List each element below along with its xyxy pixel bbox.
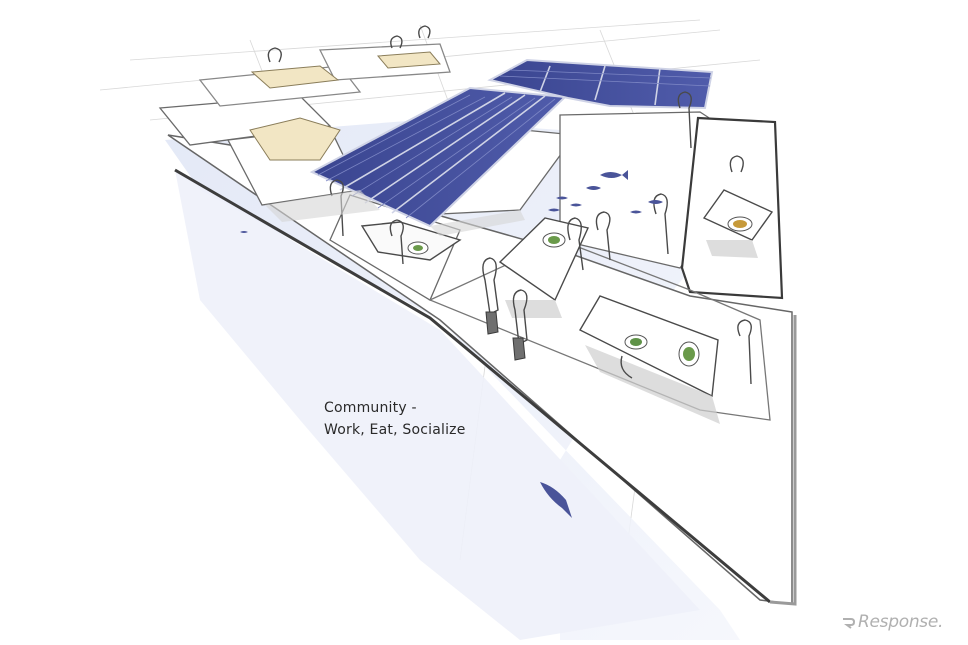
solar-panel-array-front (309, 86, 568, 228)
response-watermark: Response. (842, 612, 943, 632)
table-shadows (505, 240, 758, 424)
caption: Community - Work, Eat, Socialize (324, 397, 466, 441)
caption-line-2: Work, Eat, Socialize (324, 422, 466, 438)
plates (407, 216, 753, 367)
chairs (267, 25, 752, 385)
caption-line-1: Community - (324, 400, 417, 416)
fish-school (240, 170, 663, 518)
dark-chairs (485, 311, 526, 361)
response-logo-icon (843, 618, 856, 629)
watermark-text: Response. (858, 612, 944, 632)
water-surface (165, 120, 740, 640)
wood-tables (249, 51, 442, 161)
deck-shadows (265, 190, 525, 236)
dining-tables (360, 189, 774, 398)
solar-panel-array-back (487, 58, 714, 110)
